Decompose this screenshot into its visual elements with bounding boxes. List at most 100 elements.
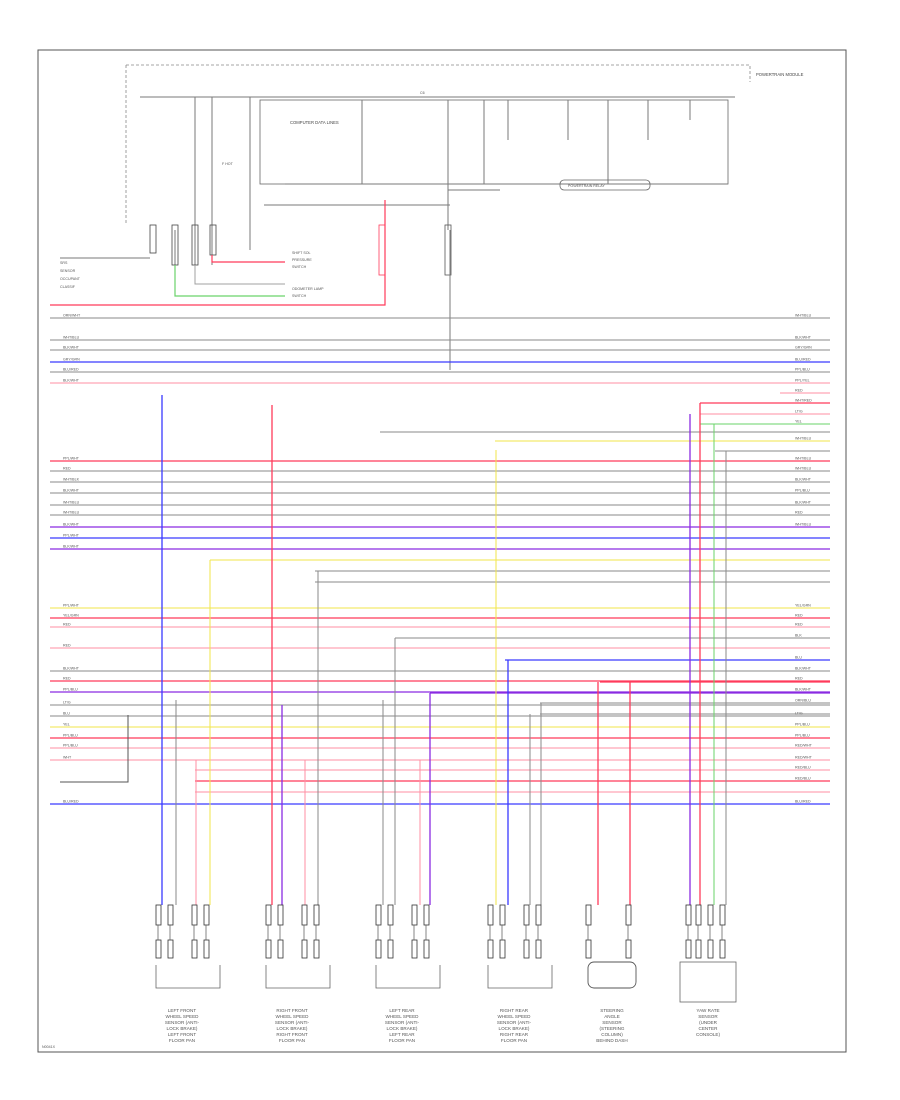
mid-label-1: PRESSURE bbox=[292, 258, 312, 262]
right-wire-label: RED bbox=[795, 511, 803, 515]
right-wire-label: BLU/RED bbox=[795, 800, 811, 804]
mid-label-4: SWITCH bbox=[292, 294, 307, 298]
svg-text:WHEEL SPEED: WHEEL SPEED bbox=[497, 1014, 531, 1019]
left-wire-label: YEL bbox=[63, 723, 70, 727]
left-block-label-3: CLASSIF bbox=[60, 285, 76, 289]
svg-text:SENSOR (ANTI-: SENSOR (ANTI- bbox=[497, 1020, 532, 1025]
right-wire-label: PPL/BLU bbox=[795, 489, 810, 493]
diagram-frame bbox=[37, 49, 847, 1053]
left-wire-label: BLK/WHT bbox=[63, 523, 80, 527]
svg-text:FLOOR PAN: FLOOR PAN bbox=[389, 1038, 415, 1043]
left-wire-label: WHT bbox=[63, 756, 72, 760]
red-lead-to-switch bbox=[211, 255, 285, 263]
relay-label: POWERTRAIN RELAY bbox=[568, 184, 605, 188]
module-right-label: POWERTRAIN MODULE bbox=[756, 72, 804, 77]
module-internal-lines bbox=[361, 100, 691, 230]
relay-bus bbox=[264, 183, 728, 206]
right-wire-label: RED/BLU bbox=[795, 766, 811, 770]
svg-text:LOCK BRAKE): LOCK BRAKE) bbox=[387, 1026, 418, 1031]
svg-text:RIGHT REAR: RIGHT REAR bbox=[500, 1032, 529, 1037]
right-wire-label: RED bbox=[795, 389, 803, 393]
left-wire-label: PPL/BLU bbox=[63, 744, 78, 748]
fuse-label: C6 bbox=[420, 91, 425, 95]
left-wire-label: PPL/WHT bbox=[63, 457, 80, 461]
svg-text:LEFT FRONT: LEFT FRONT bbox=[168, 1032, 196, 1037]
left-wire-label: BLK/WHT bbox=[63, 489, 80, 493]
right-wire-label: RED/WHT bbox=[795, 756, 813, 760]
left-wire-label: WHT/BLU bbox=[63, 336, 80, 340]
left-wire-label: WHT/BLU bbox=[63, 501, 80, 505]
svg-text:LEFT REAR: LEFT REAR bbox=[389, 1008, 415, 1013]
svg-text:SENSOR (ANTI-: SENSOR (ANTI- bbox=[275, 1020, 310, 1025]
svg-text:FLOOR PAN: FLOOR PAN bbox=[279, 1038, 305, 1043]
svg-text:RIGHT FRONT: RIGHT FRONT bbox=[276, 1032, 307, 1037]
module-box bbox=[259, 99, 729, 185]
left-wire-label: ORN/WHT bbox=[63, 314, 81, 318]
right-wire-label: BLK/WHT bbox=[795, 667, 812, 671]
left-wire-label: BLK/WHT bbox=[63, 667, 80, 671]
left-block-label-1: SENSOR bbox=[60, 269, 76, 273]
svg-text:SENSOR: SENSOR bbox=[698, 1014, 718, 1019]
left-wire-label: RED bbox=[63, 644, 71, 648]
left-wire-label: YEL/GRN bbox=[63, 614, 79, 618]
right-wire-label: WHT/BLU bbox=[795, 437, 812, 441]
svg-text:LOCK BRAKE): LOCK BRAKE) bbox=[167, 1026, 198, 1031]
left-wire-label: GRY/GRN bbox=[63, 358, 80, 362]
right-wire-label: YEL bbox=[795, 420, 802, 424]
svg-text:CONSOLE): CONSOLE) bbox=[696, 1032, 720, 1037]
left-wire-label: BLU/RED bbox=[63, 800, 79, 804]
svg-text:CENTER: CENTER bbox=[699, 1026, 719, 1031]
left-wire-label: RED bbox=[63, 623, 71, 627]
sensor-4: STEERINGANGLESENSOR(STEERINGCOLUMN)BEHIN… bbox=[585, 904, 637, 1043]
svg-text:FLOOR PAN: FLOOR PAN bbox=[169, 1038, 195, 1043]
left-wire-label: BLK/WHT bbox=[63, 545, 80, 549]
left-wire-label: PPL/BLU bbox=[63, 688, 78, 692]
left-wire-labels: ORN/WHT WHT/BLU BLK/WHT GRY/GRN BLU/RED BLK/W… bbox=[63, 314, 81, 804]
svg-text:LOCK BRAKE): LOCK BRAKE) bbox=[499, 1026, 530, 1031]
svg-text:LEFT FRONT: LEFT FRONT bbox=[168, 1008, 196, 1013]
svg-text:SENSOR: SENSOR bbox=[602, 1020, 622, 1025]
pink-lead-to-switch bbox=[194, 265, 285, 285]
right-wire-label: WHT/BLU bbox=[795, 457, 812, 461]
svg-text:(UNDER: (UNDER bbox=[699, 1020, 718, 1025]
right-wire-label: RED/BLU bbox=[795, 777, 811, 781]
right-wire-label: WHT/BLU bbox=[795, 467, 812, 471]
left-wire-label: RED bbox=[63, 467, 71, 471]
green-lead-to-switch bbox=[174, 265, 285, 297]
svg-text:YAW RATE: YAW RATE bbox=[696, 1008, 719, 1013]
svg-text:RIGHT FRONT: RIGHT FRONT bbox=[276, 1008, 307, 1013]
svg-text:WHEEL SPEED: WHEEL SPEED bbox=[385, 1014, 419, 1019]
module-label: COMPUTER DATA LINES bbox=[290, 120, 339, 125]
svg-text:SENSOR (ANTI-: SENSOR (ANTI- bbox=[385, 1020, 420, 1025]
right-wire-label: PPL/BLU bbox=[795, 723, 810, 727]
relay-box bbox=[559, 179, 651, 191]
right-wire-label: PPL/YEL bbox=[795, 379, 810, 383]
right-wire-label: BLK/WHT bbox=[795, 336, 812, 340]
wire-bundle bbox=[50, 317, 830, 805]
svg-text:(STEERING: (STEERING bbox=[599, 1026, 624, 1031]
right-wire-label: LT/G bbox=[795, 712, 803, 716]
svg-text:FLOOR PAN: FLOOR PAN bbox=[501, 1038, 527, 1043]
fuse-hot-label: F HOT bbox=[222, 162, 234, 166]
right-wire-label: RED bbox=[795, 677, 803, 681]
left-wire-label: BLK/WHT bbox=[63, 379, 80, 383]
left-wire-label: RED bbox=[63, 677, 71, 681]
right-wire-label: BLK/WHT bbox=[795, 478, 812, 482]
sensor-drops bbox=[60, 395, 727, 905]
right-wire-label: BLK/WHT bbox=[795, 501, 812, 505]
left-wire-label: BLU bbox=[63, 712, 70, 716]
svg-text:WHEEL SPEED: WHEEL SPEED bbox=[275, 1014, 309, 1019]
right-wire-label: BLK bbox=[795, 634, 802, 638]
mid-label-2: SWITCH bbox=[292, 265, 307, 269]
right-wire-label: RED bbox=[795, 623, 803, 627]
right-wire-label: YEL/GRN bbox=[795, 604, 811, 608]
right-wire-label: BLU bbox=[795, 656, 802, 660]
left-wire-label: PPL/WHT bbox=[63, 604, 80, 608]
page-ref: N0041X bbox=[42, 1045, 56, 1049]
left-wire-label: BLU/RED bbox=[63, 368, 79, 372]
red-vert-right bbox=[50, 200, 386, 306]
module-boundary bbox=[125, 64, 751, 225]
